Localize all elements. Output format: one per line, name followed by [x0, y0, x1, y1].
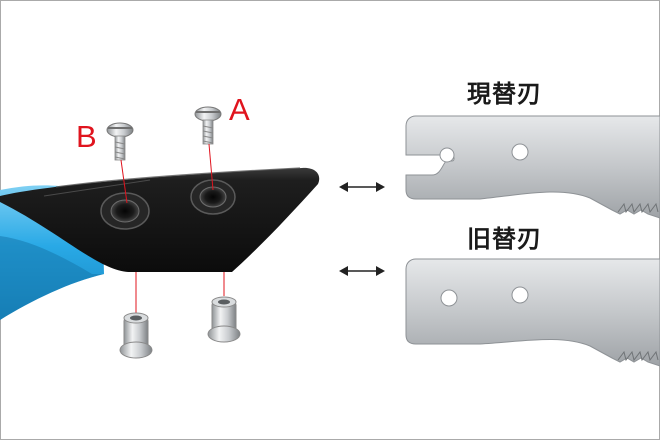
screw-a-thread — [202, 125, 214, 144]
nut-b-bore — [130, 315, 142, 321]
screw-hole-b — [110, 199, 140, 223]
nut-b — [119, 312, 153, 359]
new-blade-hole-b — [439, 147, 455, 163]
nut-a-flange — [207, 325, 241, 343]
label-new-blade: 現替刃 — [467, 80, 542, 108]
old-blade — [405, 258, 660, 367]
label-screw-b: B — [76, 119, 97, 154]
screw-a — [194, 106, 222, 145]
screw-b — [106, 122, 134, 161]
nut-a — [207, 296, 241, 343]
handle-grip-blue-shadow — [0, 236, 104, 320]
old-blade-body — [405, 258, 660, 367]
new-blade-body — [405, 115, 660, 219]
new-blade — [405, 115, 660, 219]
saw-handle — [0, 167, 320, 320]
nut-a-bore — [218, 299, 230, 305]
label-screw-a: A — [229, 92, 250, 127]
handle-body-black — [0, 167, 320, 272]
old-blade-hole-a — [511, 286, 529, 304]
handle-bevel-line — [55, 167, 301, 188]
new-blade-hole-a — [511, 143, 529, 161]
label-old-blade: 旧替刃 — [467, 225, 542, 253]
old-blade-hole-b — [440, 289, 458, 307]
screw-b-thread — [114, 141, 126, 160]
new-blade-teeth — [617, 202, 659, 214]
screw-a-head — [194, 106, 222, 122]
handle-edge-line — [43, 179, 151, 197]
screw-b-head — [106, 122, 134, 138]
double-headed-arrow-icon — [339, 182, 385, 192]
double-headed-arrow-icon — [339, 266, 385, 276]
guide-line-b-top — [120, 159, 128, 204]
nut-b-flange — [119, 341, 153, 359]
old-blade-teeth — [617, 350, 659, 362]
guide-line-a-top — [208, 143, 214, 191]
